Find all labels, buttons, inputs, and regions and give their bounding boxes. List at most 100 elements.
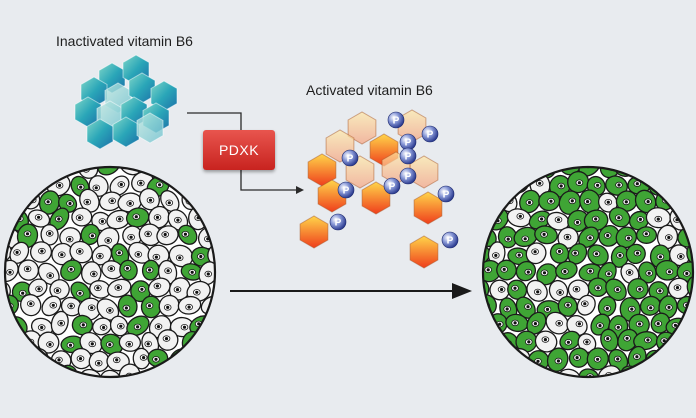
cell-nucleolus	[515, 183, 519, 187]
cell-nucleus	[652, 357, 660, 364]
cell-nucleolus	[147, 304, 152, 308]
cell-nucleolus	[108, 343, 112, 347]
cell-nucleolus	[40, 325, 44, 330]
cell-nucleolus	[140, 287, 144, 291]
cell-nucleolus	[68, 343, 73, 347]
cell-nucleolus	[624, 200, 628, 204]
cell-nucleolus	[108, 308, 112, 312]
cell-nucleolus	[685, 271, 689, 276]
inactive-hexagon	[112, 116, 140, 148]
cell-nucleolus	[518, 214, 522, 218]
cell-nucleolus	[142, 356, 146, 360]
cell-nucleolus	[148, 198, 153, 202]
cell-nucleolus	[107, 163, 110, 166]
cell-nucleolus	[68, 237, 72, 241]
cell-nucleolus	[533, 250, 537, 254]
cell-nucleolus	[48, 274, 52, 278]
cell-nucleolus	[21, 291, 25, 295]
cell-nucleolus	[607, 272, 611, 276]
pdxk-enzyme-box: PDXK	[203, 130, 275, 170]
cell-nucleolus	[63, 372, 67, 376]
cell-nucleus	[126, 161, 133, 167]
cell-nucleolus	[542, 232, 546, 236]
cell-nucleolus	[605, 306, 609, 310]
cell-nucleolus	[566, 378, 569, 381]
cell-nucleolus	[556, 218, 561, 222]
phosphate-label: P	[389, 182, 396, 193]
cell-nucleolus	[679, 254, 683, 259]
cell-nucleolus	[644, 232, 648, 236]
cell-nucleolus	[26, 267, 30, 271]
cell-nucleolus	[25, 232, 30, 236]
phosphate-label: P	[393, 116, 400, 127]
cell-nucleolus	[527, 340, 531, 344]
cell-nucleolus	[563, 269, 567, 274]
cell-nucleolus	[543, 168, 547, 172]
cell-nucleus	[88, 376, 97, 377]
cell-nucleolus	[638, 217, 643, 221]
cell-nucleolus	[206, 272, 210, 276]
phosphate-label: P	[347, 154, 354, 165]
cell-nucleolus	[574, 287, 579, 291]
cell-nucleolus	[575, 220, 580, 224]
cell-nucleolus	[598, 324, 602, 328]
cell-nucleolus	[176, 218, 180, 222]
cell-nucleolus	[78, 216, 82, 220]
cell-nucleolus	[585, 340, 589, 344]
cell-nucleolus	[58, 183, 62, 187]
cell-nucleolus	[210, 304, 215, 308]
cell-nucleolus	[505, 307, 509, 311]
cell-nucleolus	[155, 284, 159, 288]
cell-nucleolus	[649, 306, 653, 310]
cell-nucleolus	[136, 325, 140, 329]
phosphate-icon	[329, 213, 347, 231]
inactivated-label: Inactivated vitamin B6	[56, 33, 193, 49]
cell-nucleolus	[154, 357, 158, 361]
green-cell	[97, 167, 121, 176]
cell-nucleus	[563, 376, 572, 377]
cell-nucleolus	[129, 235, 133, 239]
cell-nucleolus	[110, 380, 113, 383]
cell-nucleus	[0, 250, 2, 256]
cell-nucleolus	[78, 249, 82, 253]
cell-nucleolus	[662, 339, 666, 343]
cell-nucleolus	[627, 236, 631, 240]
cell-nucleolus	[635, 251, 640, 255]
cell-nucleolus	[588, 236, 592, 240]
cell-nucleolus	[596, 286, 600, 290]
phosphate-icon	[383, 177, 401, 195]
cell-nucleolus	[90, 234, 94, 238]
cell-nucleus	[564, 161, 571, 167]
cell-nucleolus	[85, 200, 89, 204]
activated-hexagon	[413, 191, 443, 225]
cell-nucleolus	[155, 215, 160, 219]
cell-nucleolus	[570, 199, 574, 203]
cell-nucleolus	[146, 232, 150, 236]
cell-nucleolus	[625, 336, 629, 340]
cell-nucleolus	[57, 358, 61, 362]
cell-nucleolus	[518, 356, 522, 360]
cell-nucleolus	[48, 342, 52, 347]
phosphate-icon	[441, 231, 459, 249]
cell-nucleolus	[549, 199, 553, 203]
cell-dish-border	[3, 165, 217, 379]
cell-nucleolus	[166, 305, 170, 309]
cell-nucleolus	[79, 185, 83, 189]
cell-nucleolus	[656, 322, 660, 326]
cell-nucleolus	[29, 302, 33, 306]
cell-nucleolus	[667, 235, 671, 240]
cell-nucleolus	[117, 251, 121, 255]
cell-nucleolus	[182, 325, 187, 329]
cell-dish-border	[481, 165, 695, 379]
cell-nucleolus	[658, 289, 662, 293]
cell-nucleolus	[0, 251, 1, 254]
cell-nucleolus	[178, 256, 182, 260]
cell-nucleolus	[688, 235, 692, 239]
cell-nucleolus	[583, 302, 587, 306]
cell-nucleus	[623, 167, 631, 170]
cell-nucleolus	[533, 322, 538, 326]
cell-nucleolus	[557, 249, 562, 253]
white-cell	[5, 280, 11, 303]
